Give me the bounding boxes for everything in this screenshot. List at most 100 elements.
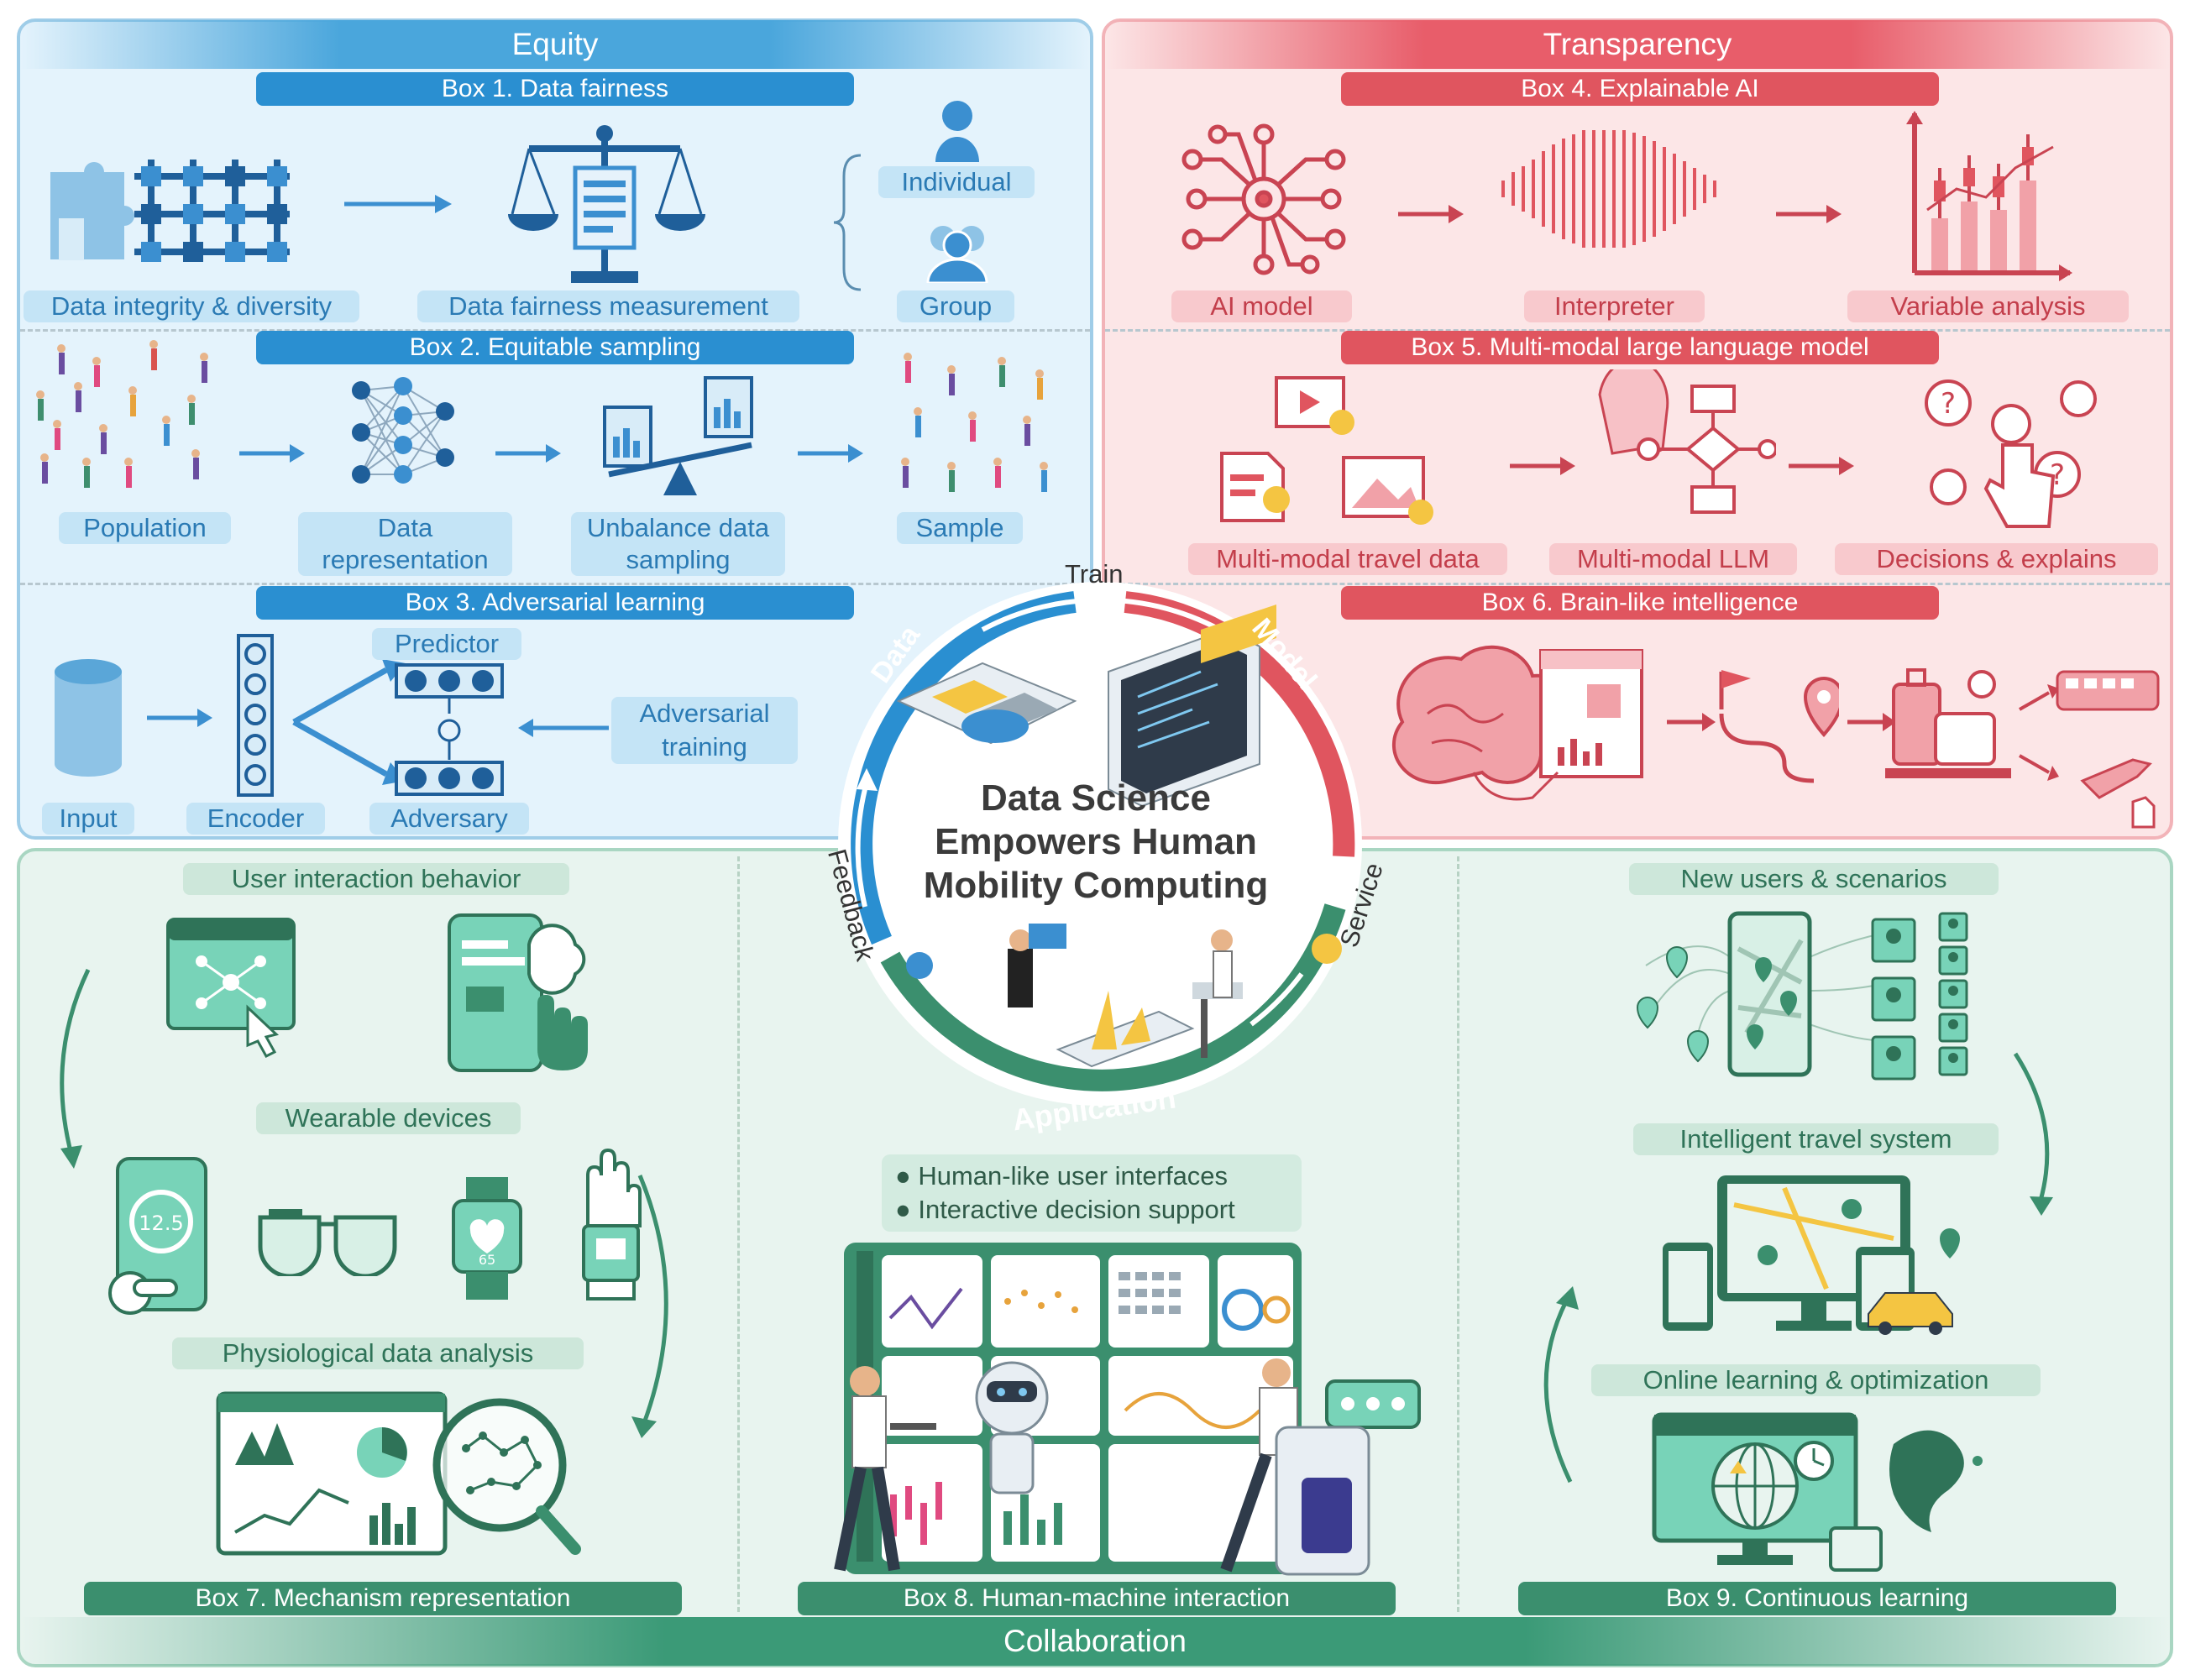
ai-model-label: AI model (1171, 290, 1352, 322)
physiological-dashboard-icon (216, 1391, 581, 1556)
unbalance-sampling-label: Unbalance data sampling (571, 512, 785, 576)
arrow-right-icon (147, 709, 212, 727)
box3-title: Box 3. Adversarial learning (256, 586, 854, 620)
branch-arrows-icon (292, 659, 406, 785)
arrow-right-icon (1667, 713, 1716, 731)
predictor-label: Predictor (372, 628, 521, 660)
seesaw-documents-icon (603, 376, 753, 495)
luggage-icon (1885, 668, 2011, 778)
user-interaction-label: User interaction behavior (183, 863, 569, 895)
bullet-human-like: Human-like user interfaces (918, 1161, 1229, 1191)
population-crowd-icon (36, 340, 208, 488)
online-learning-icon (1652, 1412, 1983, 1572)
separator (1457, 856, 1459, 1612)
data-integrity-label: Data integrity & diversity (24, 290, 359, 322)
multimodal-llm-label: Multi-modal LLM (1549, 543, 1797, 575)
train-plane-icon (2019, 670, 2160, 829)
encoder-label: Encoder (186, 803, 325, 835)
smartwatch-icon: 65 (452, 1177, 522, 1300)
multimodal-llm-icon (1598, 369, 1776, 514)
box8-title: Box 8. Human-machine interaction (798, 1582, 1396, 1615)
curved-arrow-down-icon (2013, 1052, 2053, 1216)
intelligent-travel-system-label: Intelligent travel system (1633, 1123, 1999, 1155)
box8-bullet-list: ● Human-like user interfaces ● Interacti… (882, 1154, 1302, 1232)
box9-title: Box 9. Continuous learning (1518, 1582, 2116, 1615)
arrow-right-icon (1510, 457, 1575, 475)
box6-title: Box 6. Brain-like intelligence (1341, 586, 1939, 620)
brace-icon (833, 154, 862, 291)
sample-crowd-icon (901, 353, 1048, 492)
multimodal-data-icon (1220, 376, 1433, 525)
ai-chip-network-icon (1181, 123, 1346, 275)
adversarial-training-label: Adversarial training (611, 697, 798, 764)
group-icon (926, 226, 988, 283)
individual-label: Individual (878, 166, 1035, 198)
online-learning-label: Online learning & optimization (1591, 1364, 2041, 1396)
svg-text:?: ? (1941, 387, 1956, 421)
collaboration-header: Collaboration (20, 1617, 2170, 1666)
new-users-scenarios-label: New users & scenarios (1629, 863, 1999, 895)
variable-analysis-label: Variable analysis (1847, 290, 2129, 322)
map-users-icon (1636, 911, 1968, 1081)
watch-value: 65 (479, 1252, 495, 1268)
wrist-band-icon (582, 1148, 642, 1301)
browser-click-icon (166, 918, 296, 1058)
separator (1105, 583, 2170, 585)
equity-header: Equity (20, 20, 1090, 69)
data-representation-label: Data representation (298, 512, 512, 576)
arrow-right-icon (1398, 205, 1464, 223)
neural-network-icon (352, 377, 454, 484)
arrow-left-icon (518, 719, 609, 737)
curved-arrow-down-icon (631, 1175, 668, 1438)
decisions-explains-label: Decisions & explains (1835, 543, 2158, 575)
group-label: Group (897, 290, 1014, 322)
curved-arrow-up-icon (1543, 1286, 1579, 1484)
travel-system-devices-icon (1663, 1175, 1960, 1335)
arrow-right-icon (1776, 205, 1842, 223)
wearable-devices-label: Wearable devices (256, 1102, 521, 1134)
box4-title: Box 4. Explainable AI (1341, 72, 1939, 106)
human-machine-dashboard-illustration (834, 1243, 1421, 1576)
arrow-right-icon (1847, 713, 1896, 731)
box5-title: Box 5. Multi-modal large language model (1341, 331, 1939, 364)
adversary-label: Adversary (369, 803, 529, 835)
person-icon (935, 101, 979, 162)
transparency-header: Transparency (1105, 20, 2170, 69)
puzzle-grid-icon (50, 160, 290, 262)
arrow-right-icon (495, 444, 561, 463)
physiological-analysis-label: Physiological data analysis (172, 1337, 584, 1369)
separator (1105, 329, 2170, 332)
database-input-icon (55, 659, 122, 777)
center-title-line3: Mobility Computing (923, 865, 1269, 906)
data-fairness-measurement-label: Data fairness measurement (417, 290, 799, 322)
arrow-right-icon (239, 444, 305, 463)
arrow-right-icon (798, 444, 863, 463)
brain-dashboard-icon (1391, 645, 1643, 801)
interpreter-label: Interpreter (1524, 290, 1705, 322)
arrow-right-icon (1789, 457, 1854, 475)
box7-title: Box 7. Mechanism representation (84, 1582, 682, 1615)
separator (20, 583, 1090, 585)
box2-title: Box 2. Equitable sampling (256, 331, 854, 364)
variable-analysis-chart-icon (1906, 111, 2072, 281)
phone-brain-touch-icon (448, 913, 588, 1072)
separator (737, 856, 740, 1612)
encoder-stack-icon (237, 634, 274, 797)
bullet-item: ● Interactive decision support (895, 1195, 1235, 1224)
multimodal-travel-data-label: Multi-modal travel data (1188, 543, 1507, 575)
center-title-line2: Empowers Human (935, 821, 1257, 862)
central-cycle-diagram (838, 582, 1362, 1106)
decision-hand-icon: ? ? (1925, 379, 2097, 528)
phone-gauge-icon: 12.5 (108, 1157, 207, 1315)
arrow-right-icon (344, 195, 452, 213)
smart-glasses-icon (258, 1209, 397, 1276)
sample-label: Sample (897, 512, 1023, 544)
route-pin-icon (1719, 670, 1839, 783)
bullet-decision-support: Interactive decision support (918, 1195, 1235, 1224)
separator (20, 329, 1090, 332)
bullet-item: ● Human-like user interfaces (895, 1161, 1229, 1191)
predictor-adversary-icon (395, 663, 504, 796)
center-title-line1: Data Science (981, 777, 1211, 819)
population-label: Population (59, 512, 231, 544)
train-label: Train (1065, 559, 1124, 589)
